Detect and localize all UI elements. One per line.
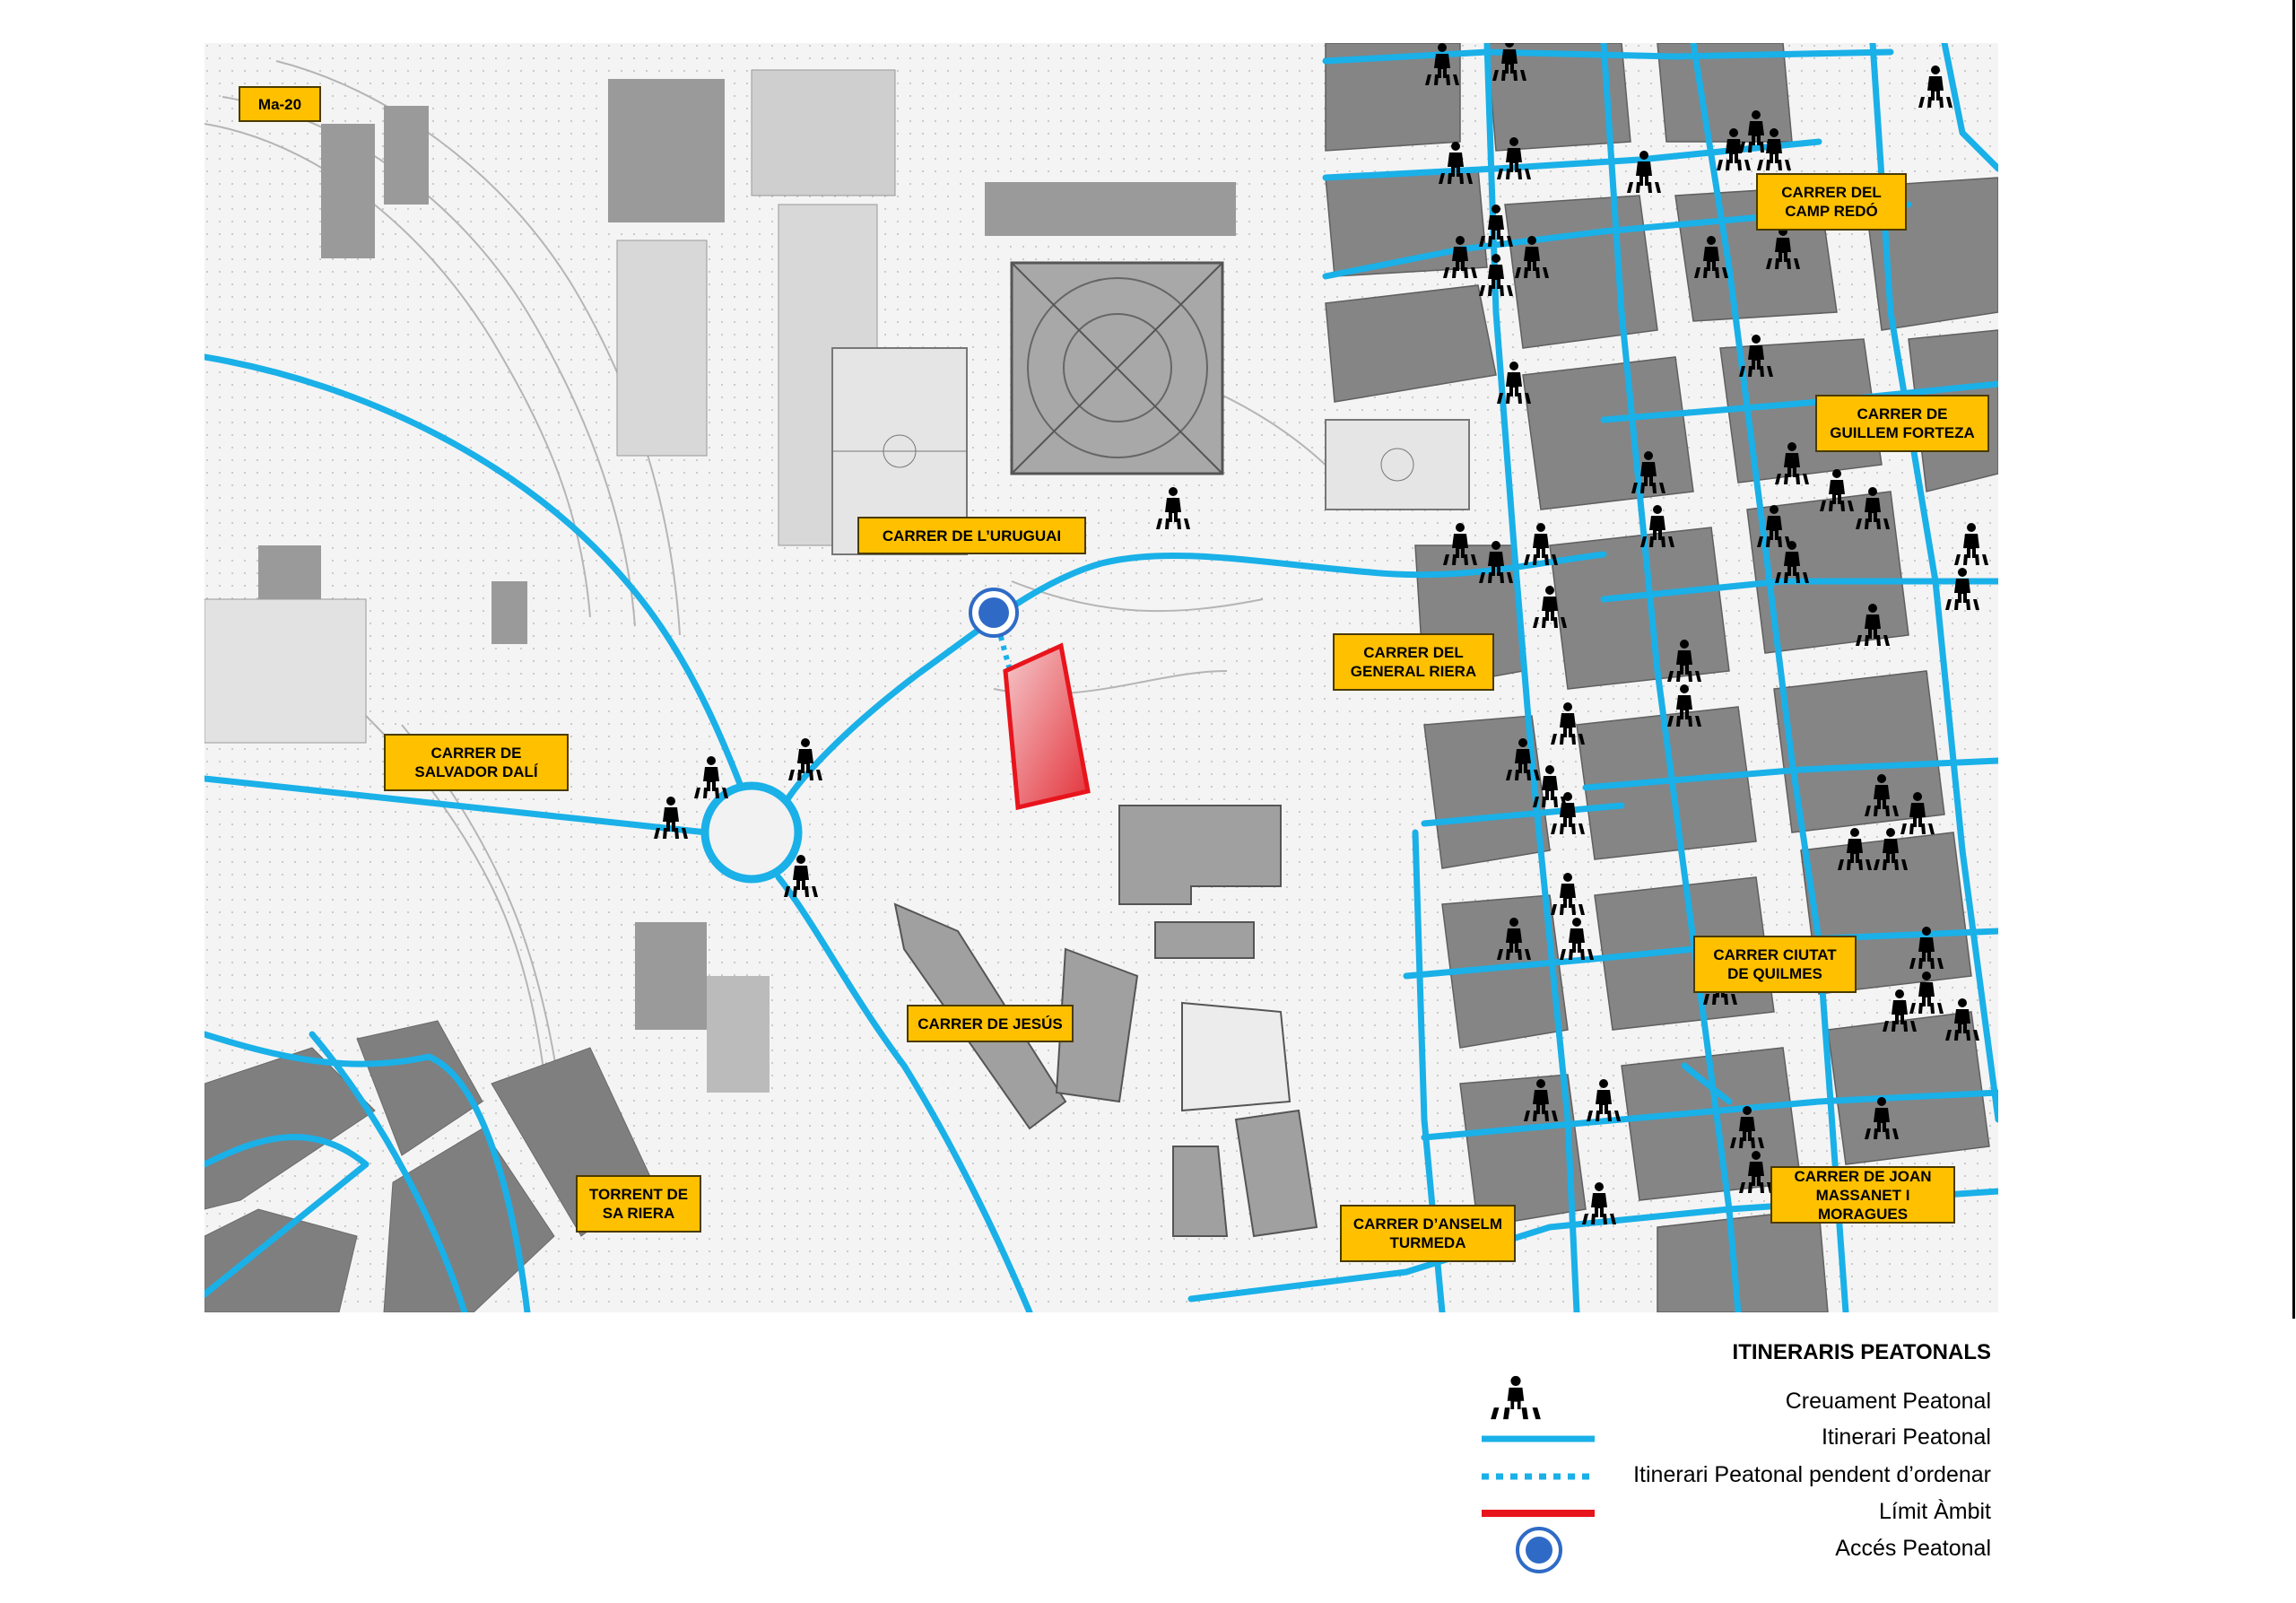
street-label-general-riera: CARRER DEL GENERAL RIERA [1333,633,1494,691]
access-circle-icon [1516,1527,1562,1573]
roundabout [700,781,803,884]
legend-label: Itinerari Peatonal pendent d’ordenar [1633,1462,1991,1487]
street-label-uruguai: CARRER DE L’URUGUAI [857,517,1086,554]
legend-label: Itinerari Peatonal [1821,1424,1991,1450]
pedestrian-access-point [969,588,1019,638]
crossing-icon [1491,1375,1541,1420]
legend-label: Límit Àmbit [1878,1499,1991,1524]
dotted-line-symbol [1482,1473,1595,1480]
base-map [204,43,1998,1312]
legend-item-pending: Itinerari Peatonal pendent d’ordenar [1435,1457,2000,1493]
street-label-salvador-dali: CARRER DE SALVADOR DALÍ [384,734,569,791]
building-blocks-west [204,69,896,1093]
solid-line-symbol [1482,1435,1595,1442]
school-buildings [893,805,1318,1238]
legend-label: Creuament Peatonal [1785,1389,1991,1414]
street-label-anselm-turmeda: CARRER D’ANSELM TURMEDA [1340,1205,1516,1262]
street-label-jesus: CARRER DE JESÚS [907,1005,1074,1042]
street-label-joan-massanet: CARRER DE JOAN MASSANET I MORAGUES [1770,1166,1955,1224]
street-label-ciutat-quilmes: CARRER CIUTAT DE QUILMES [1693,936,1857,993]
legend-item-access: Accés Peatonal [1435,1527,2000,1573]
street-label-ma20: Ma-20 [239,86,321,122]
legend-title: ITINERARIS PEATONALS [1732,1340,1991,1364]
street-label-guillem-forteza: CARRER DE GUILLEM FORTEZA [1815,395,1989,452]
street-label-camp-redo: CARRER DEL CAMP REDÓ [1756,173,1907,231]
legend-label: Accés Peatonal [1835,1536,1991,1561]
map-legend: ITINERARIS PEATONALS Creuament Peatonal … [1435,1319,2000,1588]
pavilion-complex [831,182,1470,555]
map-frame[interactable]: Ma-20 CARRER DE L’URUGUAI CARRER DEL CAM… [204,43,1998,1312]
page-divider [2292,0,2295,1319]
legend-item-itinerary: Itinerari Peatonal [1435,1419,2000,1455]
red-line-symbol [1482,1510,1595,1517]
legend-item-limit: Límit Àmbit [1435,1494,2000,1529]
legend-item-crossing: Creuament Peatonal [1435,1375,2000,1420]
ambit-limit-polygon [1003,642,1091,811]
street-label-torrent-sa-riera: TORRENT DE SA RIERA [576,1175,701,1233]
